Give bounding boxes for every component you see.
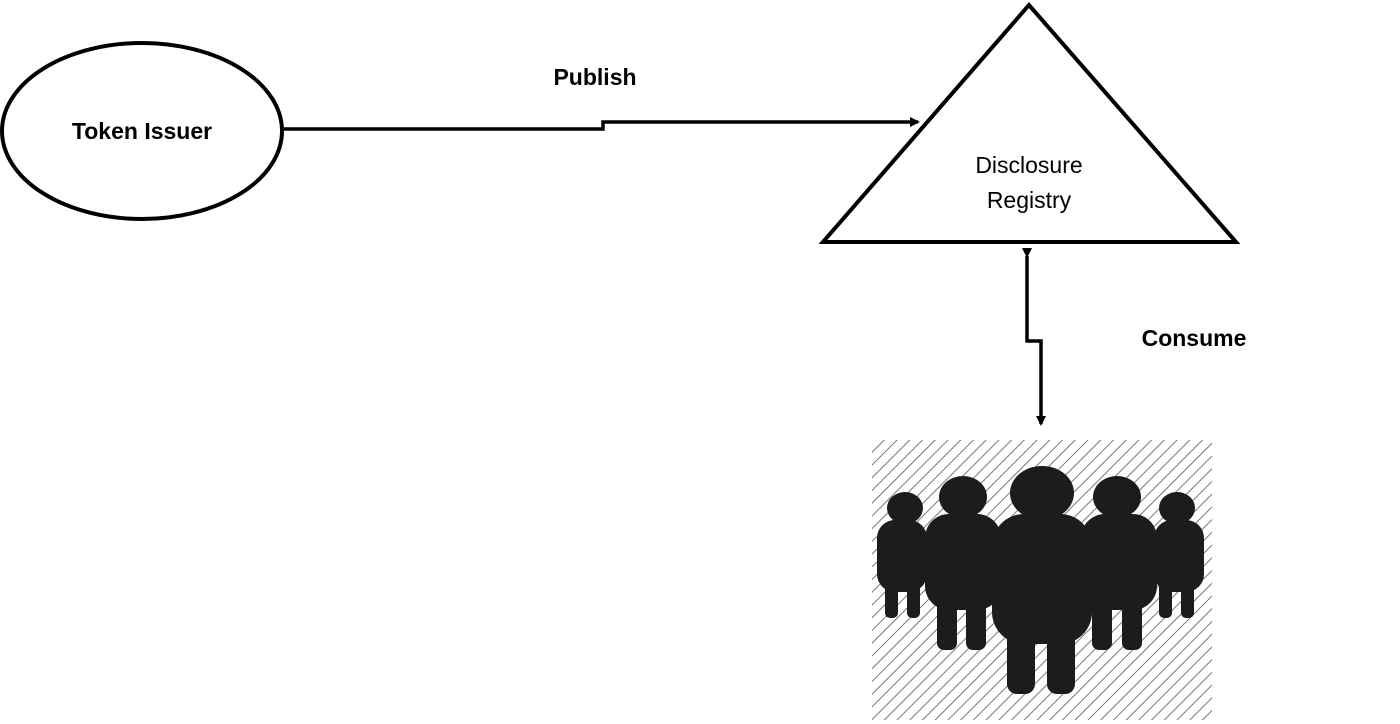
person-left [925, 476, 1001, 650]
group-of-people-icon [877, 466, 1204, 694]
publish-arrow [283, 117, 920, 131]
person-far-left [877, 492, 927, 618]
disclosure-registry-triangle [818, 1, 1241, 244]
person-right [1081, 476, 1157, 650]
person-far-right [1154, 492, 1204, 618]
disclosure-registry-label-line1: Disclosure [975, 152, 1082, 178]
disclosure-registry-label-line2: Registry [987, 187, 1072, 213]
disclosure-registry-node: Disclosure Registry [818, 1, 1241, 244]
consume-label: Consume [1142, 325, 1247, 351]
consume-arrow [1022, 248, 1046, 426]
consume-connector: Consume [1022, 248, 1247, 426]
person-center [992, 466, 1092, 694]
publish-connector: Publish [283, 64, 920, 131]
publish-label: Publish [553, 64, 636, 90]
token-issuer-label: Token Issuer [72, 118, 212, 144]
token-issuer-ellipse [0, 41, 284, 221]
token-issuer-node: Token Issuer [0, 41, 284, 221]
consumers-node [872, 440, 1212, 720]
